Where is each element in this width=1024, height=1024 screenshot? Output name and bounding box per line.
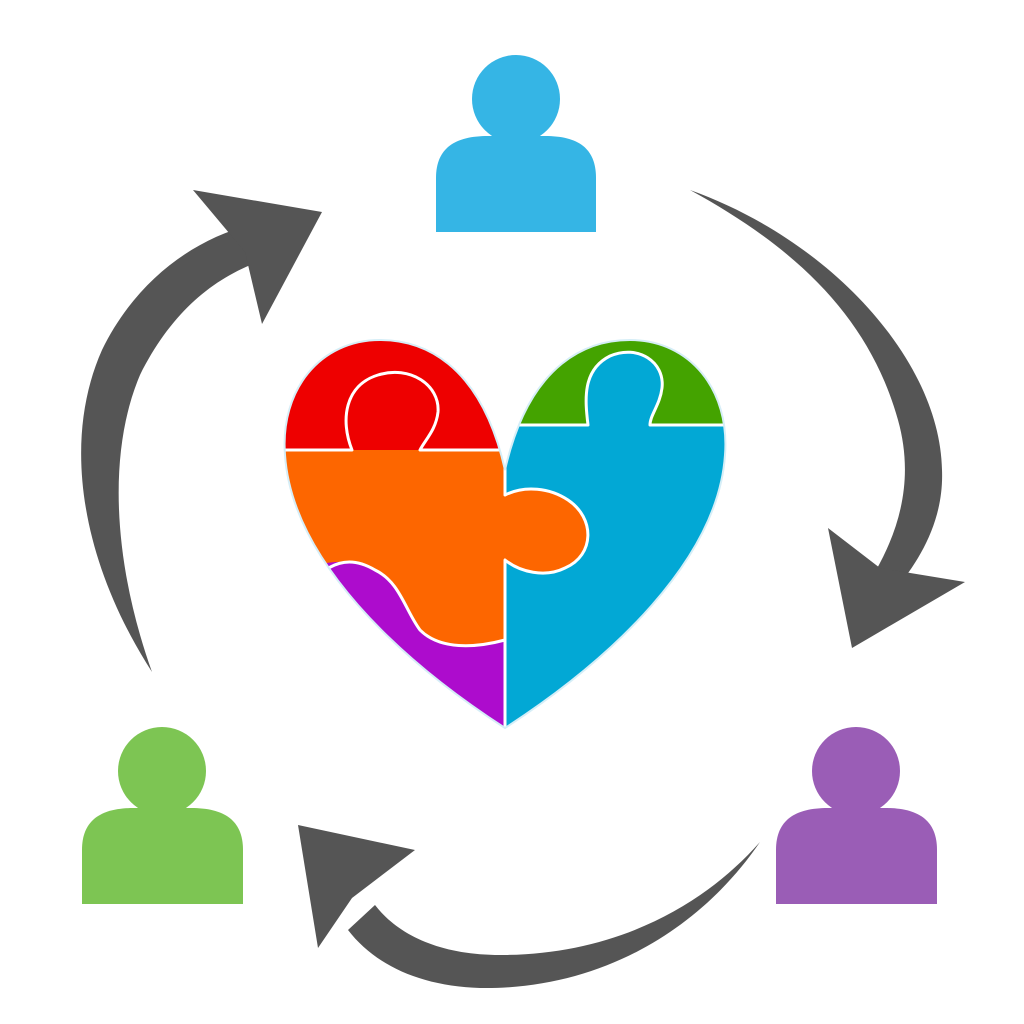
person-head	[472, 55, 560, 143]
person-body	[82, 808, 243, 904]
person-top	[436, 55, 596, 232]
puzzle-knob-red	[346, 372, 439, 450]
person-body	[436, 136, 596, 232]
puzzle-seams	[285, 350, 726, 728]
arrow-bottom	[298, 825, 760, 989]
arrow-head	[298, 825, 415, 948]
arrow-head	[828, 528, 965, 648]
puzzle-piece-blue	[505, 425, 726, 728]
arrow-body	[690, 190, 943, 590]
arrow-head	[193, 190, 322, 324]
person-head	[118, 727, 206, 815]
person-bottom-right	[776, 727, 937, 904]
puzzle-knob-blue	[586, 352, 663, 425]
arrow-body	[81, 225, 258, 672]
person-body	[776, 808, 937, 904]
arrow-top-right	[690, 190, 965, 648]
person-head	[812, 727, 900, 815]
puzzle-heart	[283, 338, 727, 730]
arrow-body	[348, 842, 760, 989]
arrow-left	[81, 190, 322, 672]
puzzle-heart-icon	[283, 338, 727, 730]
person-bottom-left	[82, 727, 243, 904]
